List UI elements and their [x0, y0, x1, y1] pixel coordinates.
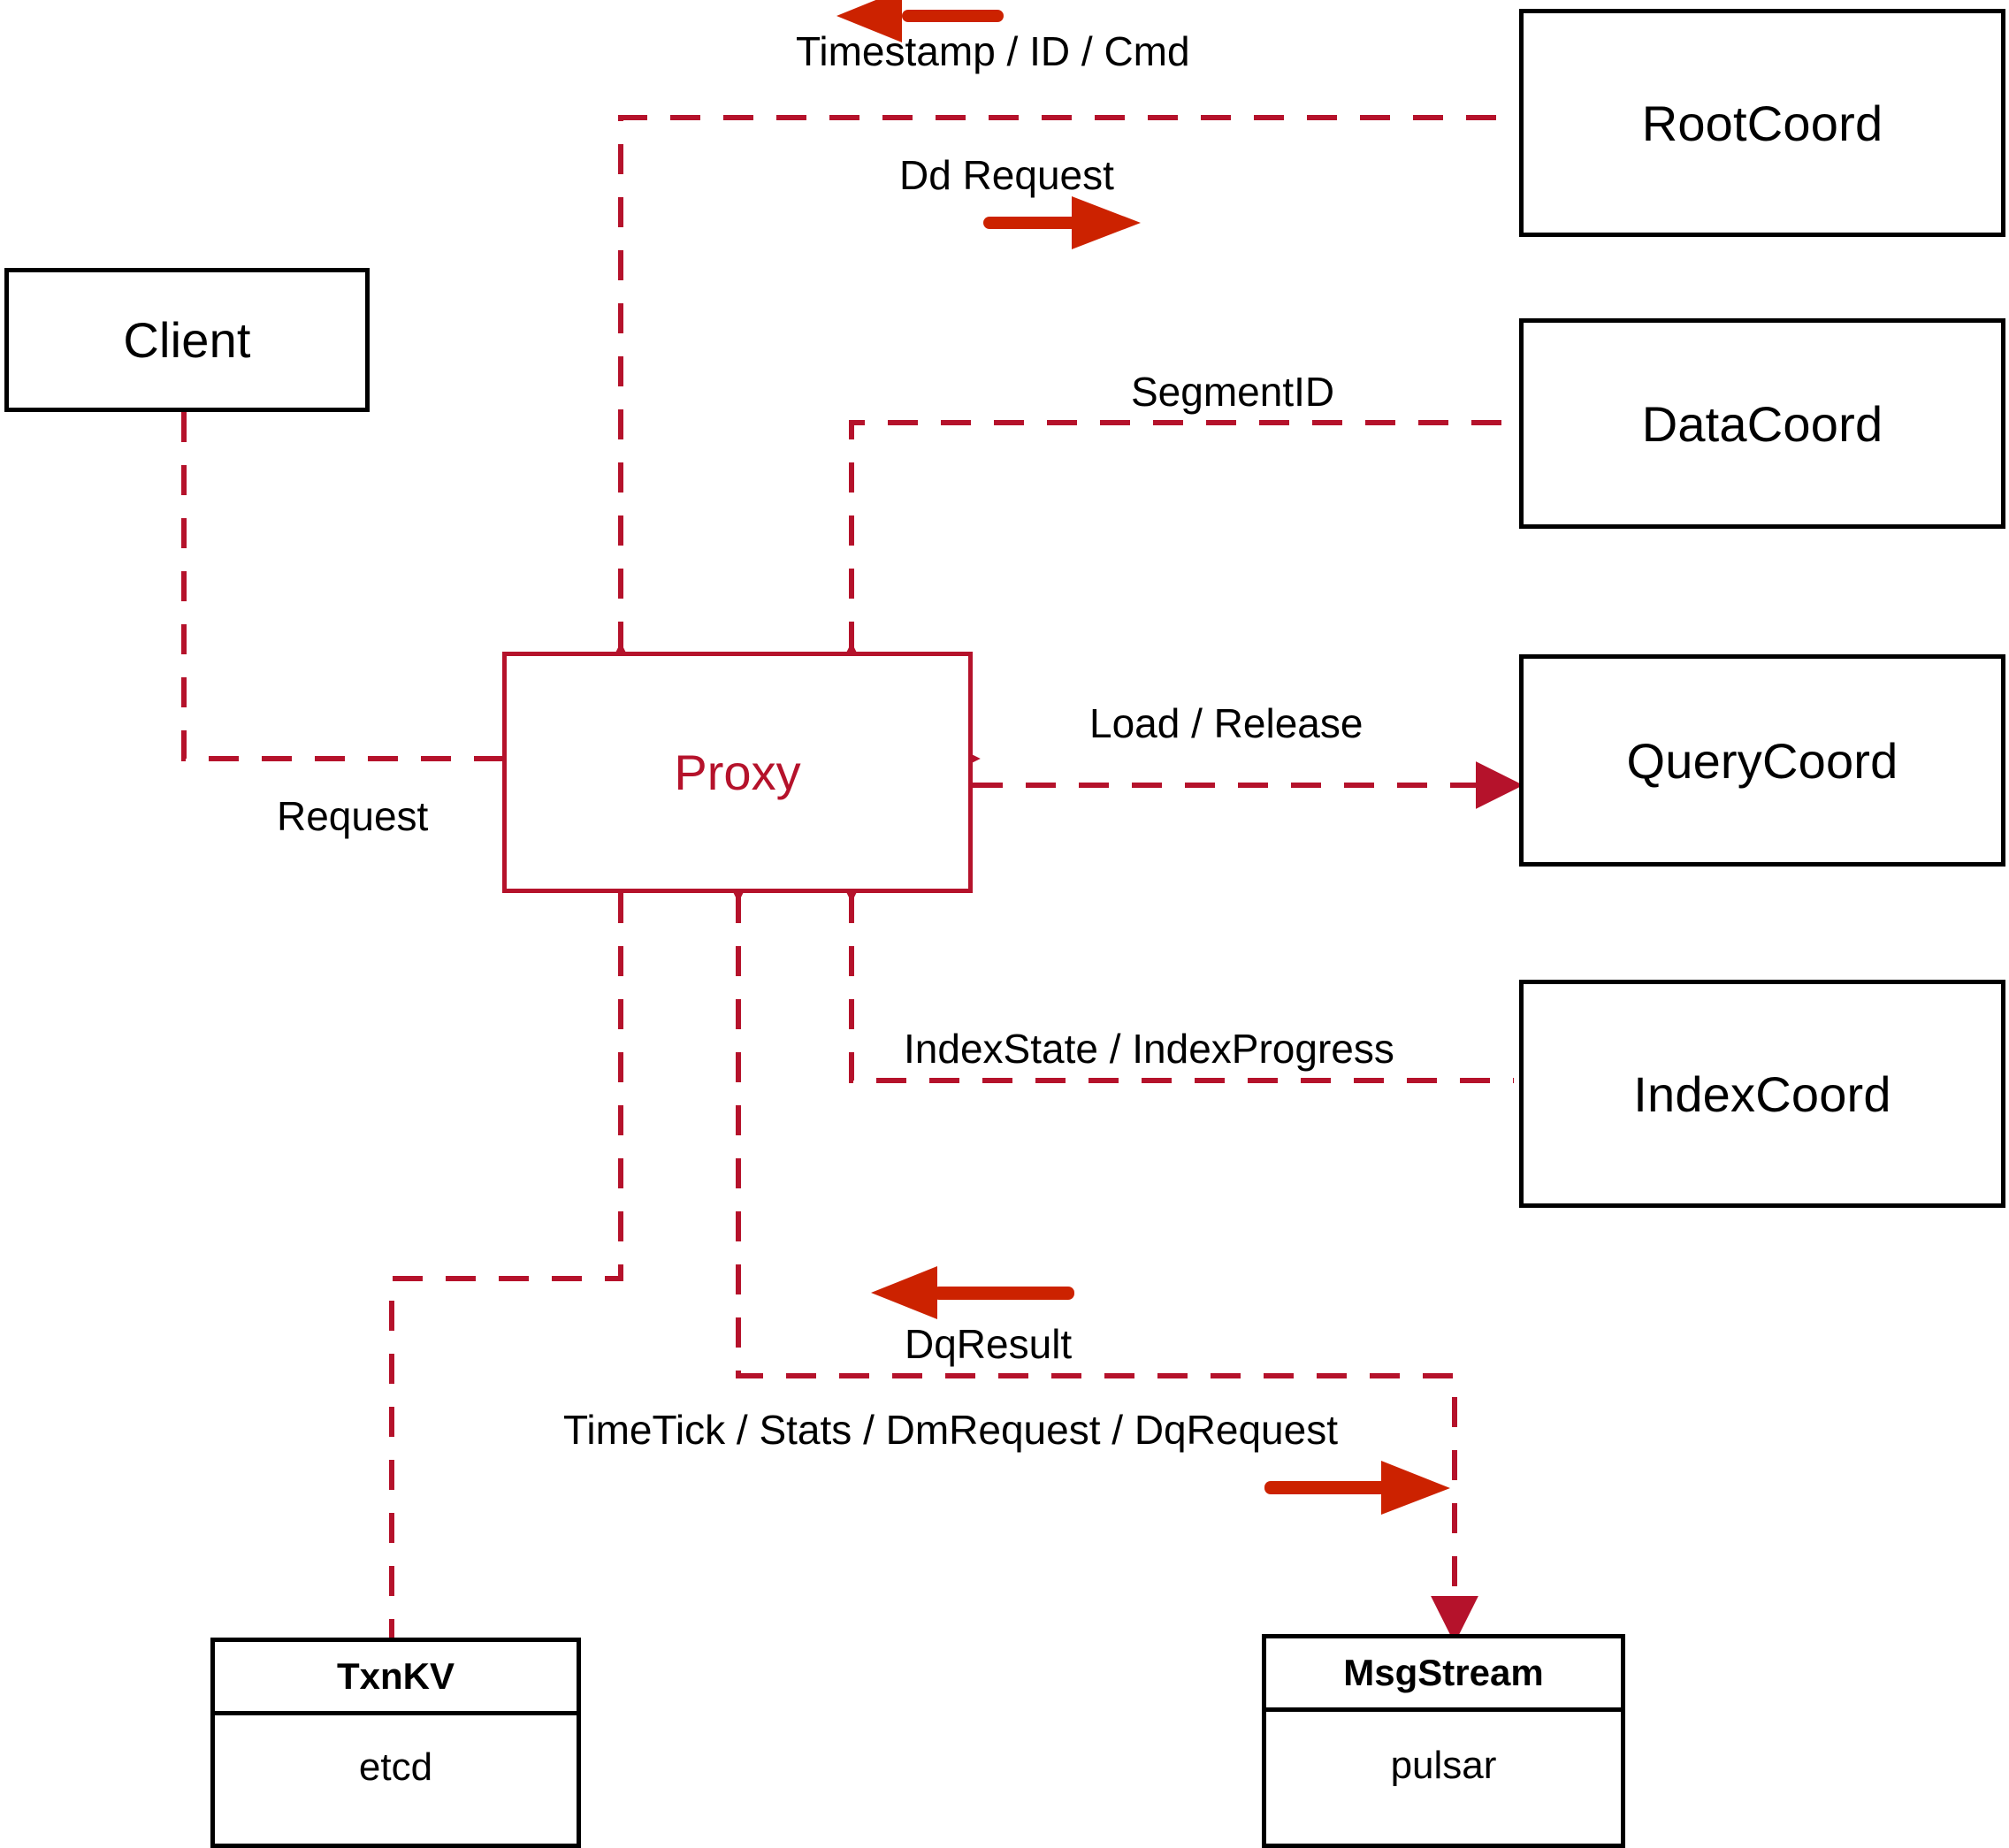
direction-arrow-timetick: [1264, 1461, 1450, 1515]
edge-label-load-release: Load / Release: [1089, 700, 1364, 746]
node-indexcoord[interactable]: IndexCoord: [1519, 980, 2005, 1208]
direction-arrow-dqresult: [871, 1266, 1074, 1319]
node-datacoord-label: DataCoord: [1641, 395, 1883, 452]
edge-label-segment-id: SegmentID: [1131, 369, 1335, 415]
edge-datacoord-to-proxy: [828, 420, 1514, 691]
node-txnkv-title: TxnKV: [215, 1642, 577, 1715]
node-querycoord[interactable]: QueryCoord: [1519, 654, 2005, 867]
node-msgstream[interactable]: MsgStream pulsar: [1262, 1634, 1625, 1848]
edge-label-timetick-stats: TimeTick / Stats / DmRequest / DqRequest: [563, 1407, 1338, 1453]
node-rootcoord[interactable]: RootCoord: [1519, 9, 2005, 237]
edge-label-timestamp-id-cmd: Timestamp / ID / Cmd: [796, 28, 1190, 74]
edge-label-dd-request: Dd Request: [899, 152, 1114, 198]
node-client-label: Client: [123, 312, 251, 368]
edge-label-dq-result: DqResult: [905, 1321, 1073, 1367]
node-datacoord[interactable]: DataCoord: [1519, 318, 2005, 529]
node-proxy-label: Proxy: [674, 745, 801, 800]
node-msgstream-title: MsgStream: [1266, 1638, 1621, 1712]
node-txnkv-impl: etcd: [358, 1745, 433, 1789]
node-indexcoord-label: IndexCoord: [1633, 1065, 1891, 1122]
direction-arrow-dd-request: [983, 196, 1141, 249]
edge-proxy-to-rootcoord: [597, 115, 1514, 691]
edge-proxy-to-msgstream: [714, 854, 1478, 1644]
node-client[interactable]: Client: [4, 268, 370, 412]
node-msgstream-impl: pulsar: [1390, 1743, 1497, 1787]
edge-label-index-state-progress: IndexState / IndexProgress: [904, 1026, 1394, 1072]
edge-label-request: Request: [277, 793, 429, 839]
node-txnkv[interactable]: TxnKV etcd: [210, 1638, 581, 1848]
node-rootcoord-label: RootCoord: [1641, 95, 1883, 151]
node-proxy[interactable]: Proxy: [502, 652, 973, 893]
direction-arrow-timestamp: [836, 0, 1004, 42]
edge-proxy-to-txnkv: [389, 893, 623, 1638]
node-querycoord-label: QueryCoord: [1626, 732, 1898, 789]
